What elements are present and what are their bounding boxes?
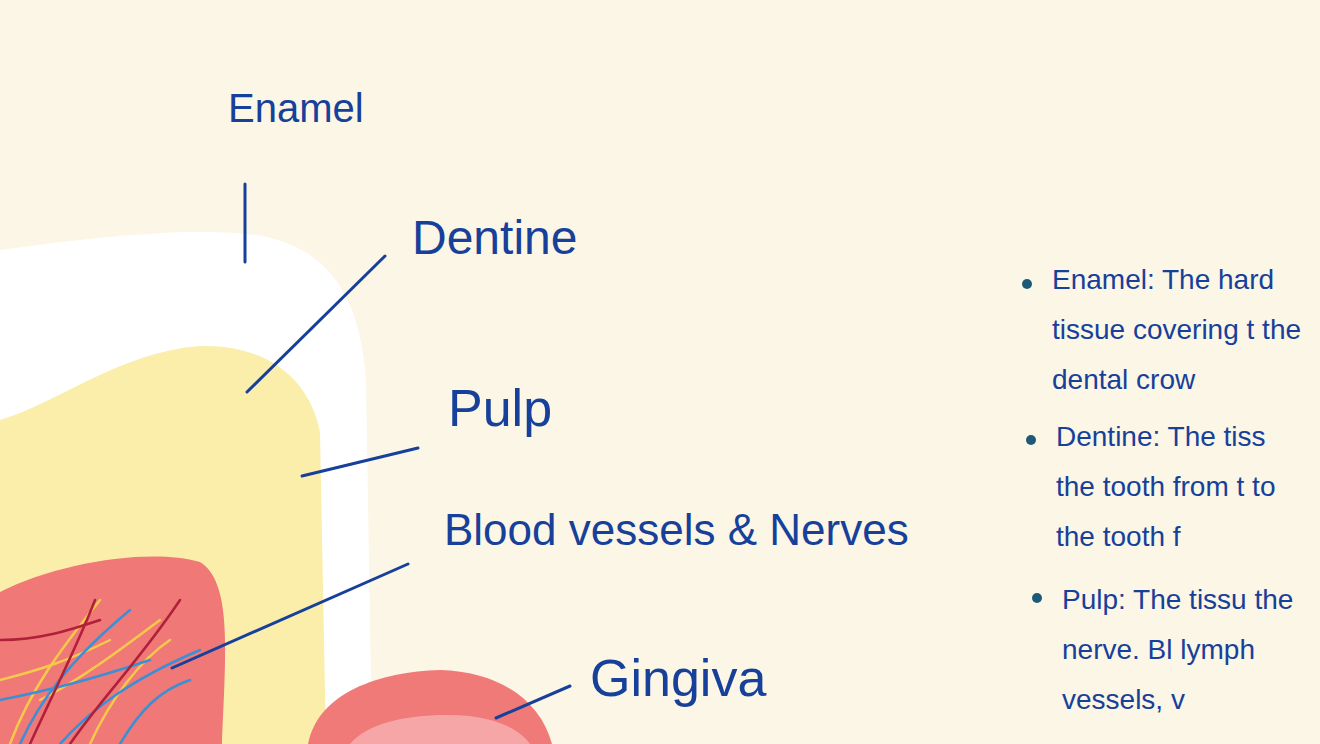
description-note: Dentine: The tiss the tooth from t to th…	[1056, 412, 1306, 562]
pulp-shape	[0, 557, 225, 744]
description-note: Enamel: The hard tissue covering t the d…	[1052, 255, 1302, 405]
enamel-shape	[0, 232, 372, 744]
part-label: Blood vessels & Nerves	[444, 506, 909, 554]
vessels	[0, 600, 200, 744]
dentine-shape	[0, 346, 326, 744]
leader-lines	[172, 184, 570, 718]
description-note: Pulp: The tissu the nerve. Bl lymph vess…	[1062, 575, 1312, 725]
gingiva-shape	[308, 670, 552, 744]
part-label: Dentine	[412, 212, 577, 265]
gingiva-highlight	[350, 715, 530, 744]
part-label: Enamel	[228, 86, 364, 130]
part-label: Pulp	[448, 380, 552, 437]
part-label: Gingiva	[590, 650, 766, 707]
bullet-dots	[1022, 279, 1042, 603]
